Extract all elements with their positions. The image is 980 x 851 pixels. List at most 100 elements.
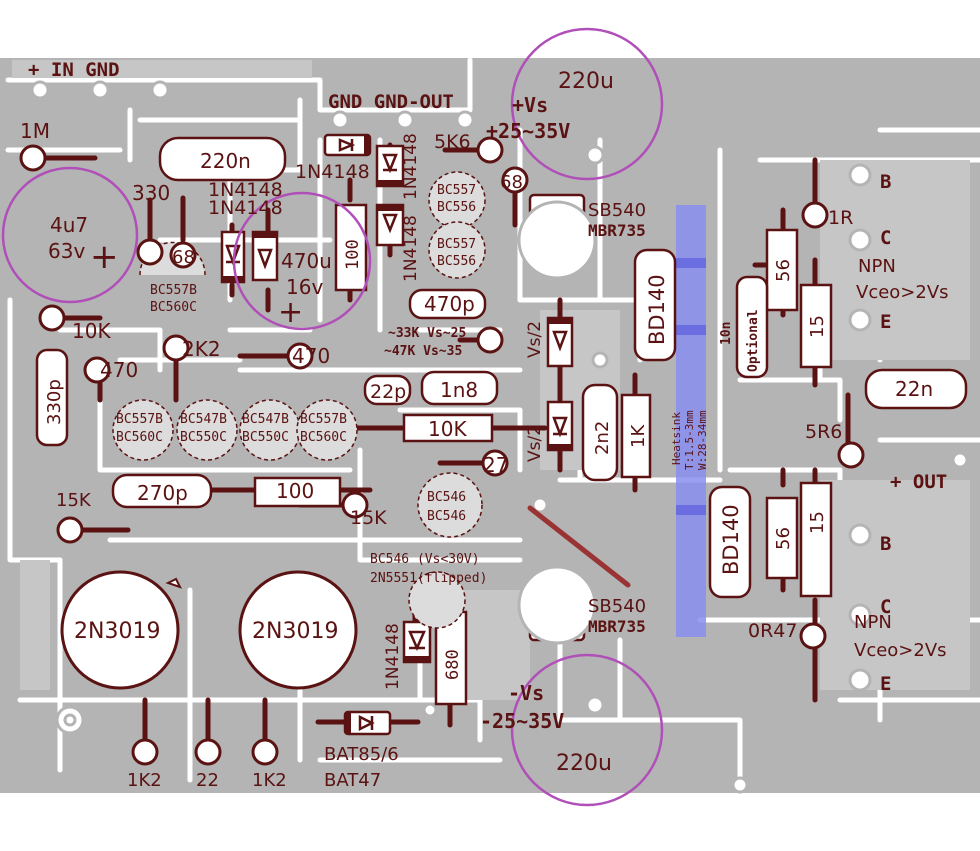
label-r-680: 680: [443, 649, 463, 680]
label-r-100b: 100: [276, 479, 314, 503]
label-d-1n4148-v1: 1N4148: [401, 133, 421, 200]
label-r-1k2-a: 1K2: [127, 770, 162, 791]
label-d-1n4148-bottom: 1N4148: [383, 623, 403, 690]
label-2n3019-b: 2N3019: [252, 619, 338, 644]
label-bat47: BAT47: [324, 770, 381, 791]
label-vs2-a: Vs/2: [525, 321, 545, 358]
cap-outlines: [1, 27, 664, 807]
label-r-22: 22: [196, 770, 219, 791]
label-q-bc550c-2: BC550C: [242, 430, 289, 445]
label-b2: B: [880, 533, 891, 555]
label-r-68a: 68: [172, 247, 195, 268]
label-c1: C: [880, 227, 891, 249]
silk-outlines: [35, 133, 968, 736]
label-note-33k: ~33K Vs~25: [388, 326, 466, 341]
label-cap-220u-bottom: 220u: [556, 751, 612, 776]
label-d-1n4148-a: 1N4148: [208, 179, 283, 201]
label-npn1: NPN: [858, 256, 896, 277]
pcb-labels: + IN GND GND GND-OUT +Vs +25~35V 220u 22…: [20, 59, 949, 791]
label-r-15b: 15: [807, 511, 828, 534]
label-r-1r: 1R: [828, 207, 853, 229]
label-r-10k-b: 10K: [428, 417, 467, 441]
label-e2: E: [880, 673, 891, 695]
label-r-5k6: 5K6: [434, 131, 471, 153]
label-vceo2: Vceo>2Vs: [854, 640, 947, 661]
label-cap-63v: 63v: [48, 239, 85, 263]
label-c-270p: 270p: [137, 481, 188, 505]
label-q-bc557b-2: BC557B: [300, 412, 347, 427]
label-cap-4u7: 4u7: [50, 213, 88, 237]
label-2n3019-a: 2N3019: [74, 619, 160, 644]
label-heatsink-width: W:28-34mm: [696, 410, 709, 470]
label-r-470a: 470: [100, 358, 138, 382]
label-plus-4u7: +: [90, 237, 119, 277]
label-r-1k2-b: 1K2: [252, 770, 287, 791]
label-q-bc557b-a: BC557B: [150, 283, 197, 298]
label-q-bc546-2: BC546: [427, 509, 466, 524]
label-r-56b: 56: [773, 527, 794, 550]
label-c-220n: 220n: [200, 149, 251, 173]
label-r-0r47: 0R47: [748, 620, 797, 642]
label-note-47k: ~47K Vs~35: [384, 344, 462, 359]
label-bd140-top: BD140: [645, 274, 669, 345]
to92-outlines: [112, 171, 486, 629]
label-b1: B: [880, 171, 891, 193]
label-mbr735-bottom: MBR735: [588, 617, 646, 636]
label-r-15a: 15: [807, 315, 828, 338]
label-r-330: 330: [132, 181, 170, 205]
label-c-330p: 330p: [44, 379, 65, 425]
label-r-27: 27: [483, 453, 508, 477]
label-q-bc557-2: BC557: [437, 237, 476, 252]
label-sb540-bottom: SB540: [588, 596, 646, 617]
label-q-bc556-2: BC556: [437, 254, 476, 269]
label-q-bc557b-1: BC557B: [116, 412, 163, 427]
label-r-100a: 100: [343, 239, 363, 270]
rectifier-bodies: [517, 200, 597, 645]
heatsink-bar-slots: [676, 258, 706, 515]
label-q-bc547b-1: BC547B: [180, 412, 227, 427]
label-c-2n2: 2n2: [592, 421, 613, 455]
label-r-1k: 1K: [628, 424, 649, 448]
label-vs-neg-range: -25~35V: [480, 709, 564, 733]
label-q-bc556-1: BC556: [437, 200, 476, 215]
label-q-bc560c-2: BC560C: [300, 430, 347, 445]
label-heatsink: Heatsink: [670, 412, 683, 465]
jumper-wire: [527, 505, 631, 588]
label-r-68b: 68: [500, 172, 523, 193]
label-r-10k-a: 10K: [72, 319, 111, 343]
label-r-1m: 1M: [20, 119, 50, 143]
label-q-bc560c-a: BC560C: [150, 300, 197, 315]
label-optional: Optional: [746, 309, 761, 372]
label-cap-470u: 470u: [281, 249, 332, 273]
label-r-56a: 56: [773, 259, 794, 282]
pads: [30, 80, 969, 794]
label-q-bc560c-1: BC560C: [116, 430, 163, 445]
label-cap-16v: 16v: [286, 275, 323, 299]
label-r-470b: 470: [292, 344, 330, 368]
label-plus-out: + OUT: [890, 471, 947, 493]
label-vs2-b: Vs/2: [525, 425, 545, 462]
label-q-bc550c-1: BC550C: [180, 430, 227, 445]
label-c2: C: [880, 596, 891, 618]
label-bd140-bottom: BD140: [719, 504, 743, 575]
label-vs-neg: -Vs: [508, 681, 544, 705]
label-c-1n8: 1n8: [440, 378, 478, 402]
label-vs-pos-range: +25~35V: [486, 119, 570, 143]
label-d-1n4148-c: 1N4148: [295, 161, 370, 183]
label-in-gnd: + IN GND: [28, 59, 120, 81]
label-note-2n5551: 2N5551(flipped): [370, 571, 487, 586]
label-r-5r6: 5R6: [805, 421, 842, 443]
label-q-bc547b-2: BC547B: [242, 412, 289, 427]
label-q-bc546-1: BC546: [427, 490, 466, 505]
label-mbr735-top: MBR735: [588, 221, 646, 240]
label-c-10n: 10n: [719, 322, 734, 345]
label-plus-470u: +: [278, 295, 303, 330]
component-pads: [19, 136, 865, 766]
label-c-470p: 470p: [424, 292, 475, 316]
to39-cans: [60, 570, 358, 690]
label-npn2: NPN: [854, 612, 892, 633]
label-gnd-gnd-out: GND GND-OUT: [328, 91, 454, 113]
label-vceo1: Vceo>2Vs: [856, 282, 949, 303]
